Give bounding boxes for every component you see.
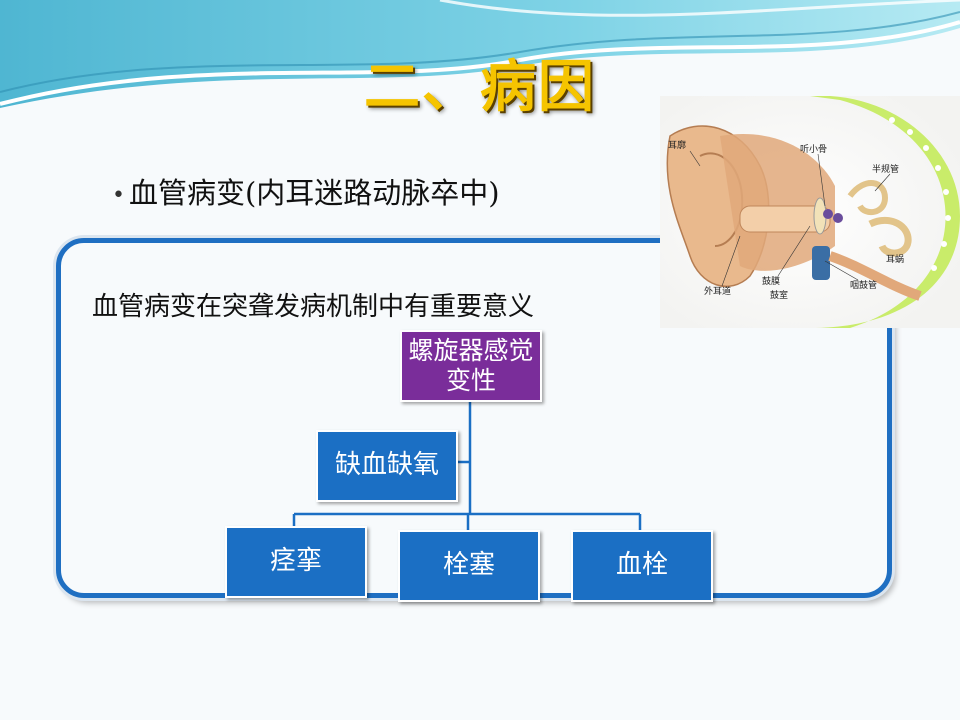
ear-label-tympanic: 鼓室: [770, 289, 788, 301]
org-node-root: 螺旋器感觉变性: [400, 330, 542, 402]
org-node-child-spasm: 痉挛: [225, 526, 367, 598]
ear-label-semicircular: 半规管: [872, 163, 899, 175]
bullet-text: 血管病变(内耳迷路动脉卒中): [128, 176, 500, 210]
ear-label-ossicles: 听小骨: [800, 144, 827, 155]
ear-label-cochlea: 耳蜗: [886, 254, 904, 265]
ear-label-eardrum: 鼓膜: [762, 275, 780, 287]
bullet-dot-icon: •: [112, 182, 125, 208]
org-node-assistant: 缺血缺氧: [316, 430, 458, 502]
ear-anatomy-image: 耳廓 听小骨 半规管 耳蜗 外耳道 鼓膜 鼓室 咽鼓管: [660, 96, 960, 328]
ear-label-auricle: 耳廓: [668, 139, 686, 151]
ear-label-ear-canal: 外耳道: [704, 285, 731, 297]
ear-label-eustachian: 咽鼓管: [850, 279, 877, 291]
slide-title: 二、病因: [364, 55, 596, 120]
bullet-point: •血管病变(内耳迷路动脉卒中): [112, 170, 500, 212]
subtitle: 血管病变在突聋发病机制中有重要意义: [92, 292, 535, 322]
org-node-child-thrombus: 血栓: [571, 530, 713, 602]
org-node-child-embolism: 栓塞: [398, 530, 540, 602]
